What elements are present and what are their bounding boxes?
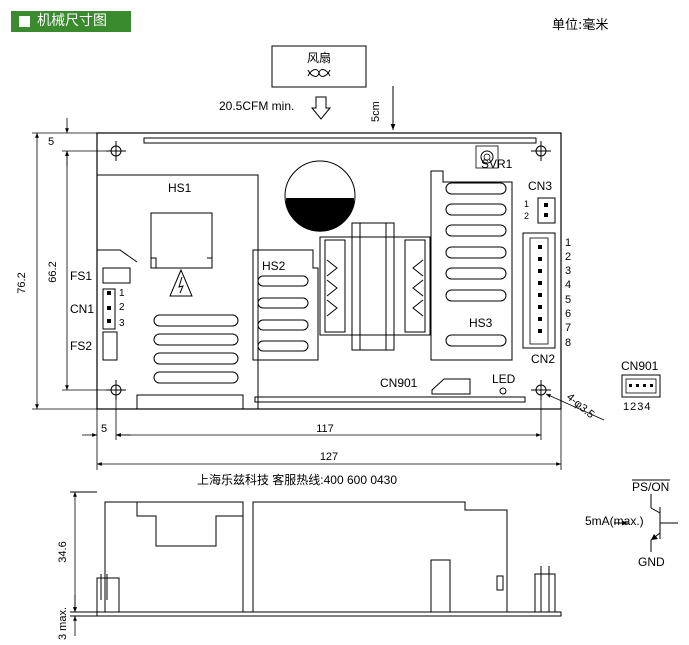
cn901-connector [431,378,471,395]
section-title: 机械尺寸图 [37,13,107,29]
pcb-outline [96,132,562,410]
cn901-label: CN901 [380,376,418,390]
cn2-pin-1: 1 [565,237,571,249]
cn3-connector [537,197,556,224]
airflow-arrow-icon [310,96,332,120]
title-square-icon [19,16,30,27]
dim-hole-width: 117 [316,423,334,435]
fs2-label: FS2 [70,339,92,353]
hs3-heatsink [430,170,513,361]
cn2-pin-4: 4 [565,279,571,291]
cn3-pin-2: 2 [524,211,529,221]
warning-icon [169,268,193,297]
cn3-pin-1: 1 [524,199,529,209]
dim-height-total: 76.2 [16,272,28,293]
fan-block: 风扇 [271,45,367,88]
cn2-pin-7: 7 [565,322,571,334]
svr1-potentiometer-icon [480,150,494,164]
cn1-label: CN1 [70,302,94,316]
fan-label: 风扇 [307,50,331,65]
transformer [319,222,431,351]
cn1-connector [102,288,116,330]
pson-label: PS/ON [632,480,669,494]
hs1-fins [153,314,239,384]
cn3-label: CN3 [528,179,552,193]
fs1-label: FS1 [70,269,92,283]
airflow-label: 20.5CFM min. [219,99,294,113]
dim-left-offset: 5 [101,423,107,435]
led-label: LED [492,372,516,386]
cn901-pin-numbers: 1234 [623,401,651,413]
cn1-pin-3: 3 [119,318,125,329]
cn2-connector [522,232,556,349]
hs1-label: HS1 [168,181,192,195]
cn1-pin-1: 1 [119,288,125,299]
hs2-label: HS2 [262,259,286,273]
hs3-label: HS3 [469,316,493,330]
hs3-fins [445,182,507,347]
dim-hole-height: 66.2 [47,261,59,282]
svr1-label: SVR1 [481,157,513,171]
dim-holes: 4-φ3.5 [564,391,596,421]
cn2-pin-2: 2 [565,251,571,263]
fan-icon [307,69,331,77]
fs2-fuse [102,331,118,361]
dim-side-clearance: 3 max. [57,607,69,640]
led-icon [499,387,507,395]
hs1-heatsink [97,174,259,410]
mounting-hole [106,141,551,400]
top-view: HS1 FS1 CN1 1 2 3 FS2 HS2 [70,132,571,410]
cn2-pin-5: 5 [565,294,571,306]
dim-width-total: 127 [320,451,338,463]
cn2-label: CN2 [531,352,555,366]
hotline-text: 上海乐兹科技 客服热线:400 600 0430 [197,472,397,487]
dim-top-offset: 5 [48,136,54,148]
cn2-pin-8: 8 [565,337,571,349]
cn2-pin-3: 3 [565,265,571,277]
transistor-icon [614,494,678,552]
cn901-pinout-connector [621,374,661,398]
cn2-pin-6: 6 [565,308,571,320]
cn901-pinout-label: CN901 [621,359,659,373]
gnd-label: GND [638,555,665,569]
section-title-bar: 机械尺寸图 [11,11,131,32]
fs1-fuse [102,267,131,284]
pson-current: 5mA(max.) [585,514,644,528]
dimension-lines [32,118,605,470]
unit-label: 单位:毫米 [552,18,609,33]
cn1-pin-2: 2 [119,302,125,313]
fan-gap-label: 5cm [370,101,382,122]
hs2-heatsink [252,249,319,361]
capacitor [284,160,356,232]
hs2-fins [257,275,309,352]
dim-side-height: 34.6 [57,541,69,562]
side-view [70,491,562,636]
